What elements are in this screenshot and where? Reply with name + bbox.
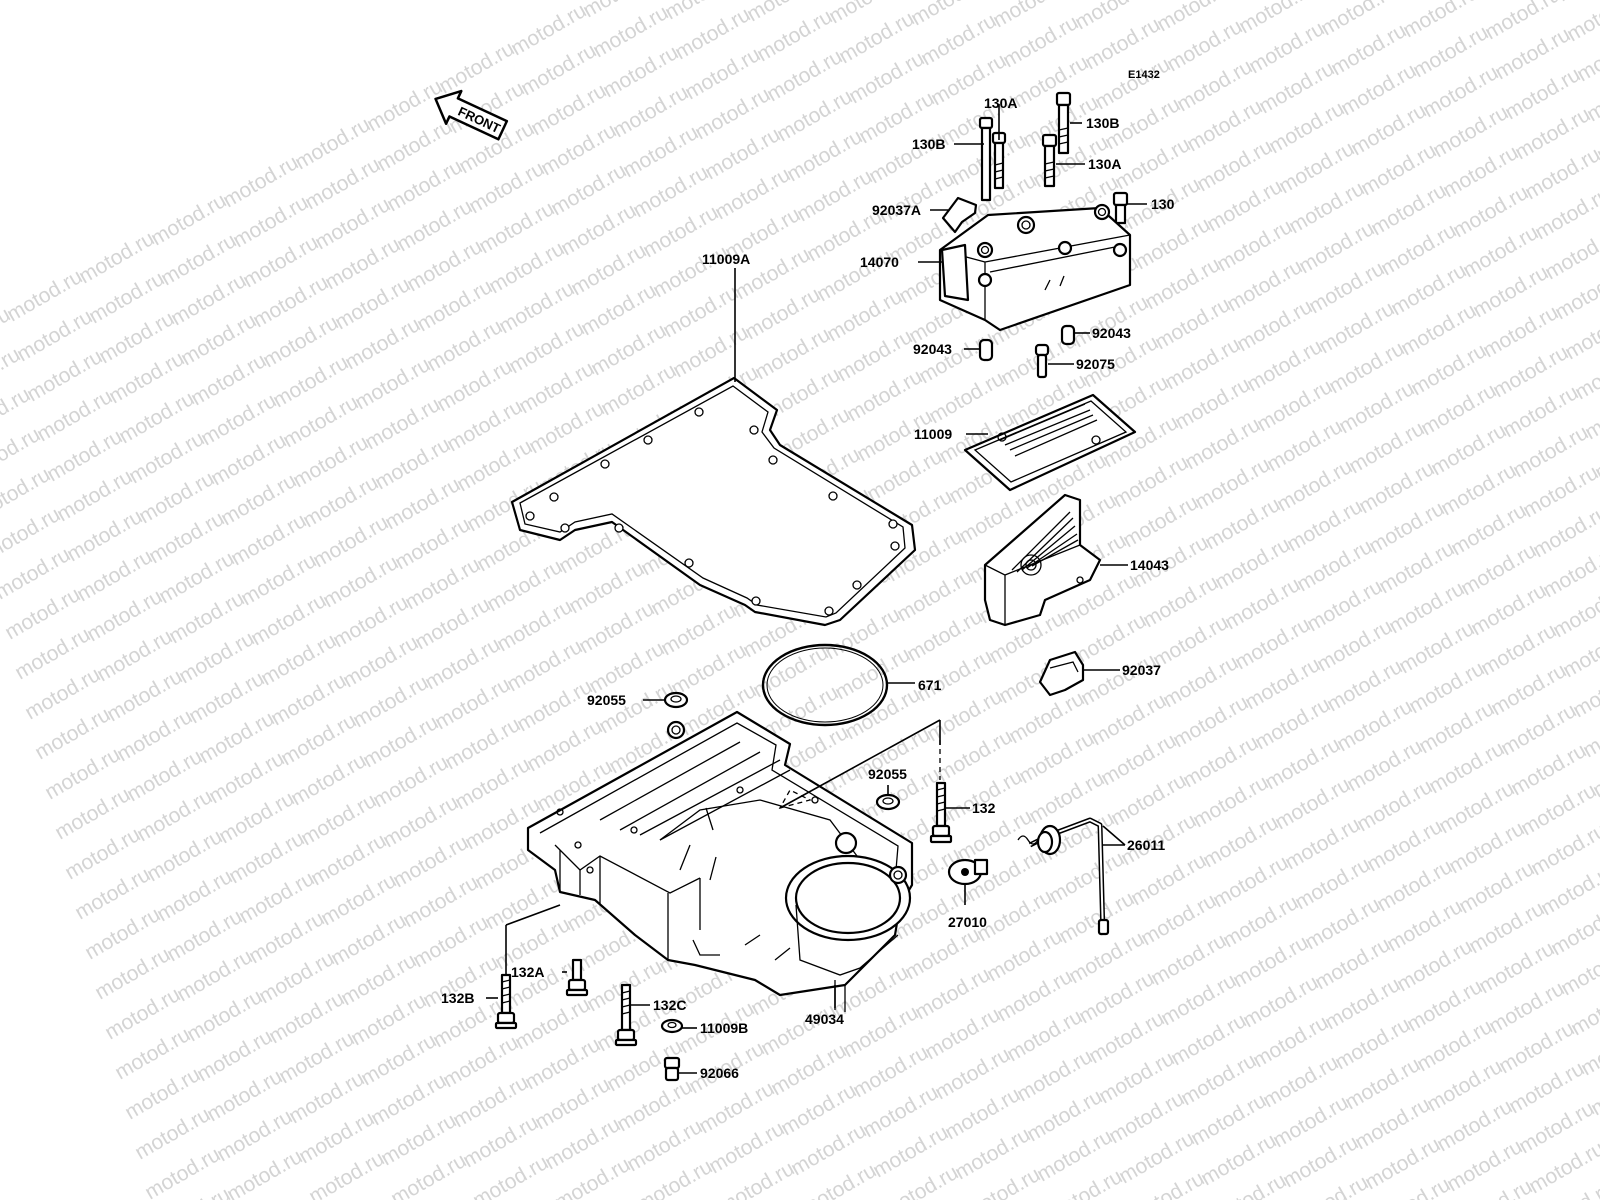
- washer-92055-left: [663, 691, 689, 709]
- washer-11009b: [660, 1018, 684, 1034]
- label-92066: 92066: [700, 1065, 739, 1081]
- bolt-132a: [565, 958, 589, 997]
- leader-lines: [486, 104, 1147, 1074]
- label-11009: 11009: [914, 426, 952, 442]
- bolt-130b-right: [1055, 91, 1072, 155]
- label-130: 130: [1151, 196, 1175, 212]
- label-14070: 14070: [860, 254, 899, 270]
- collar-92043-left: [978, 338, 994, 362]
- label-132b: 132B: [441, 990, 474, 1006]
- label-130a-right: 130A: [1088, 156, 1121, 172]
- label-130b-top: 130B: [1086, 115, 1119, 131]
- label-49034: 49034: [805, 1011, 844, 1027]
- breather-gasket: [963, 393, 1137, 492]
- bolt-130a-left: [991, 131, 1007, 190]
- label-14043: 14043: [1130, 557, 1169, 573]
- label-92055-right: 92055: [868, 766, 907, 782]
- oil-pressure-switch: [947, 858, 989, 886]
- label-11009b: 11009B: [700, 1020, 748, 1036]
- diagram-code: E1432: [1128, 69, 1160, 81]
- label-132a: 132A: [511, 964, 544, 980]
- breather-cover: [938, 203, 1132, 332]
- oil-pipe-26011: [1017, 817, 1110, 936]
- label-92043-right: 92043: [1092, 325, 1131, 341]
- o-ring-671: [761, 643, 889, 727]
- oil-pan-gasket: [510, 376, 917, 627]
- label-27010: 27010: [948, 914, 987, 930]
- label-92037: 92037: [1122, 662, 1161, 678]
- drain-plug-92066: [663, 1056, 681, 1082]
- bolt-130: [1112, 191, 1129, 225]
- label-92043-left: 92043: [913, 341, 952, 357]
- label-26011: 26011: [1127, 837, 1165, 853]
- label-92075: 92075: [1076, 356, 1115, 372]
- bolt-92075: [1034, 343, 1050, 379]
- collar-92043-right: [1060, 324, 1076, 346]
- bolt-130a-right: [1041, 133, 1058, 188]
- bolt-132c: [614, 983, 638, 1047]
- washer-92055-right: [875, 793, 901, 811]
- label-130a-top: 130A: [984, 95, 1017, 111]
- label-92037a: 92037A: [872, 202, 921, 218]
- bracket-92037a: [941, 196, 978, 234]
- label-671: 671: [918, 677, 942, 693]
- oil-pan-49034: [526, 710, 914, 1012]
- label-92055-left: 92055: [587, 692, 626, 708]
- baffle-plate-14043: [983, 493, 1102, 627]
- bolt-132b: [494, 973, 518, 1030]
- label-11009a: 11009A: [702, 251, 750, 267]
- label-130b-left: 130B: [912, 136, 945, 152]
- front-arrow-icon: FRONT: [434, 89, 509, 141]
- label-132: 132: [972, 800, 996, 816]
- bolt-130b-left: [978, 116, 994, 202]
- bracket-92037: [1038, 650, 1085, 697]
- label-132c: 132C: [653, 997, 686, 1013]
- bolt-132: [929, 781, 953, 844]
